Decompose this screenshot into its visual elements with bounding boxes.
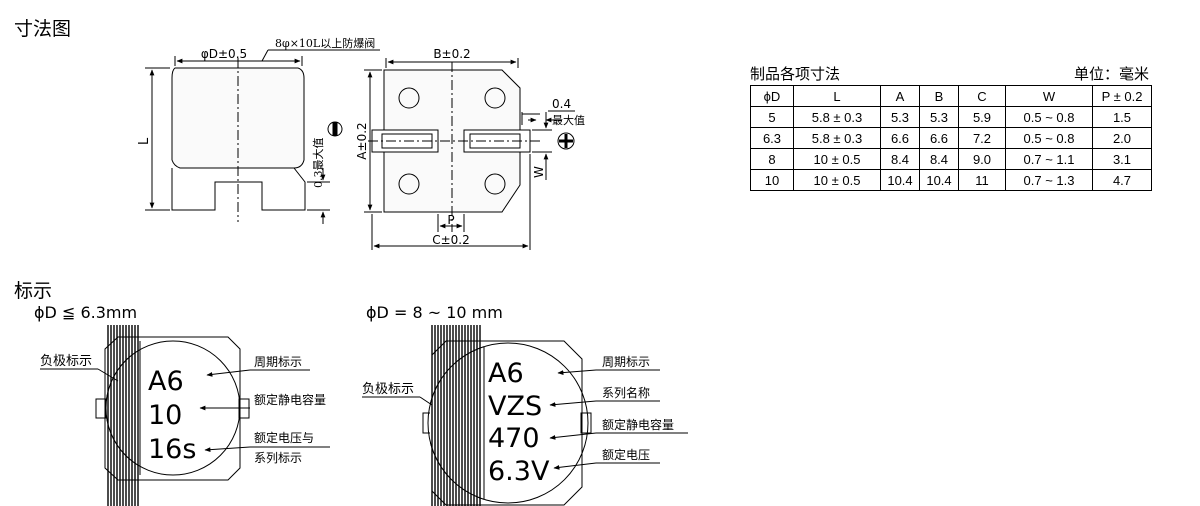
max-label: 最大值 xyxy=(552,113,585,127)
table-cell: 2.0 xyxy=(1092,127,1152,149)
table-cell: 0.7 ~ 1.1 xyxy=(1005,148,1093,170)
marking-large-line: VZS xyxy=(488,391,542,422)
table-cell: 10.4 xyxy=(919,169,959,191)
marking-drawings: 负极标示 A6 10 16s 周期标示 额定静电容量 额定电压与 系列标示 xyxy=(40,325,688,506)
marking-large-line: 6.3V xyxy=(488,456,550,487)
table-cell: 8.4 xyxy=(880,148,920,170)
voltage-label-large: 额定电压 xyxy=(602,447,650,462)
P-label: P xyxy=(447,213,454,227)
table-header: B xyxy=(919,85,959,107)
table-cell: 6.6 xyxy=(880,127,920,149)
table-header: C xyxy=(958,85,1006,107)
voltage-series-label-2: 系列标示 xyxy=(254,451,302,465)
table-cell: 1.5 xyxy=(1092,106,1152,128)
table-cell: 5.8 ± 0.3 xyxy=(793,127,881,149)
valve-label: 8φ×10L以上防爆阀 xyxy=(275,36,375,50)
table-row: 10 10 ± 0.5 10.4 10.4 11 0.7 ~ 1.3 4.7 xyxy=(750,169,1152,191)
marking-small-line: 10 xyxy=(148,400,182,431)
table-header: L xyxy=(793,85,881,107)
table-cell: 0.7 ~ 1.3 xyxy=(1005,169,1093,191)
table-cell: 6.3 xyxy=(750,127,794,149)
table-header: ϕD xyxy=(750,85,794,107)
table-cell: 7.2 xyxy=(958,127,1006,149)
marking-large-condition: ϕD = 8 ~ 10 mm xyxy=(366,303,503,322)
table-cell: 5 xyxy=(750,106,794,128)
L-label: L xyxy=(137,137,152,145)
table-cell: 11 xyxy=(958,169,1006,191)
bottom-view xyxy=(364,58,575,250)
B-label: B±0.2 xyxy=(433,47,470,61)
phiD-label: φD±0.5 xyxy=(201,47,247,61)
table-header: W xyxy=(1005,85,1093,107)
table-cell: 8 xyxy=(750,148,794,170)
table-cell: 10 ± 0.5 xyxy=(793,148,881,170)
table-header: P ± 0.2 xyxy=(1092,85,1152,107)
marking-small-line: A6 xyxy=(148,366,184,397)
negative-label-small: 负极标示 xyxy=(40,354,92,369)
period-label-large: 周期标示 xyxy=(602,355,650,369)
table-cell: 5.3 xyxy=(919,106,959,128)
marking-large-line: A6 xyxy=(488,358,524,389)
table-cell: 5.3 xyxy=(880,106,920,128)
C-label: C±0.2 xyxy=(432,233,470,247)
table-row: 6.3 5.8 ± 0.3 6.6 6.6 7.2 0.5 ~ 0.8 2.0 xyxy=(750,127,1152,149)
table-cell: 9.0 xyxy=(958,148,1006,170)
voltage-series-label-1: 额定电压与 xyxy=(254,430,314,445)
table-cell: 3.1 xyxy=(1092,148,1152,170)
capacitance-label-small: 额定静电容量 xyxy=(254,392,326,407)
table-caption: 制品各项寸法 xyxy=(750,65,841,83)
table-cell: 10.4 xyxy=(880,169,920,191)
table-cell: 5.8 ± 0.3 xyxy=(793,106,881,128)
marking-title: 标示 xyxy=(14,280,53,302)
table-cell: 6.6 xyxy=(919,127,959,149)
table-row: 5 5.8 ± 0.3 5.3 5.3 5.9 0.5 ~ 0.8 1.5 xyxy=(750,106,1152,128)
table-row: 8 10 ± 0.5 8.4 8.4 9.0 0.7 ~ 1.1 3.1 xyxy=(750,148,1152,170)
marking-small-condition: ϕD ≦ 6.3mm xyxy=(34,303,138,322)
marking-small-capacitor xyxy=(40,325,330,506)
table-cell: 4.7 xyxy=(1092,169,1152,191)
table-cell: 10 xyxy=(750,169,794,191)
table-cell: 0.5 ~ 0.8 xyxy=(1005,106,1093,128)
period-label-small: 周期标示 xyxy=(254,355,302,369)
dimension-drawings: φD±0.5 8φ×10L以上防爆阀 L 0.3最大值 xyxy=(137,36,585,250)
table-cell: 5.9 xyxy=(958,106,1006,128)
table-header: A xyxy=(880,85,920,107)
marking-small-line: 16s xyxy=(148,434,196,465)
A-label: A±0.2 xyxy=(355,122,369,159)
table-cell: 10 ± 0.5 xyxy=(793,169,881,191)
table-cell: 0.5 ~ 0.8 xyxy=(1005,127,1093,149)
capacitance-label-large: 额定静电容量 xyxy=(602,417,674,432)
series-label-large: 系列名称 xyxy=(602,385,650,400)
W-label: W xyxy=(532,166,546,178)
negative-label-large: 负极标示 xyxy=(362,382,414,397)
dimensions-title: 寸法图 xyxy=(14,18,72,40)
table-unit: 单位：毫米 xyxy=(1074,65,1150,83)
dim-04-label: 0.4 xyxy=(552,97,571,111)
dimensions-table: ϕD L A B C W P ± 0.2 5 5.8 ± 0.3 5.3 5.3… xyxy=(750,85,1152,191)
table-cell: 8.4 xyxy=(919,148,959,170)
max-03-label: 0.3最大值 xyxy=(311,138,325,189)
side-view xyxy=(145,49,380,224)
marking-large-line: 470 xyxy=(488,423,540,454)
marking-large-capacitor xyxy=(362,325,688,506)
table-header-row: ϕD L A B C W P ± 0.2 xyxy=(750,85,1152,107)
